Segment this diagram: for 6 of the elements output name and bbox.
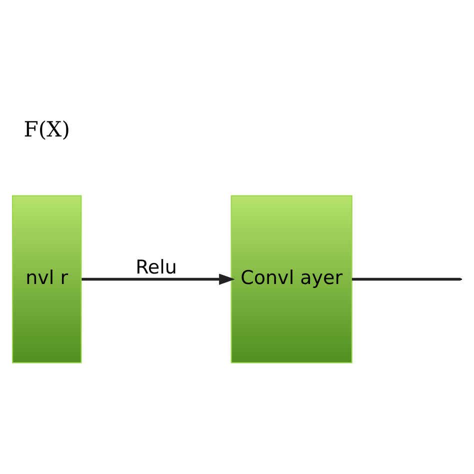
node-box: nvl r [12, 194, 82, 363]
label: F(X) [24, 116, 70, 142]
edge-label: Relu [136, 256, 177, 278]
connector [352, 277, 461, 280]
node-box: Convl ayer [230, 194, 352, 363]
arrow [82, 273, 235, 284]
